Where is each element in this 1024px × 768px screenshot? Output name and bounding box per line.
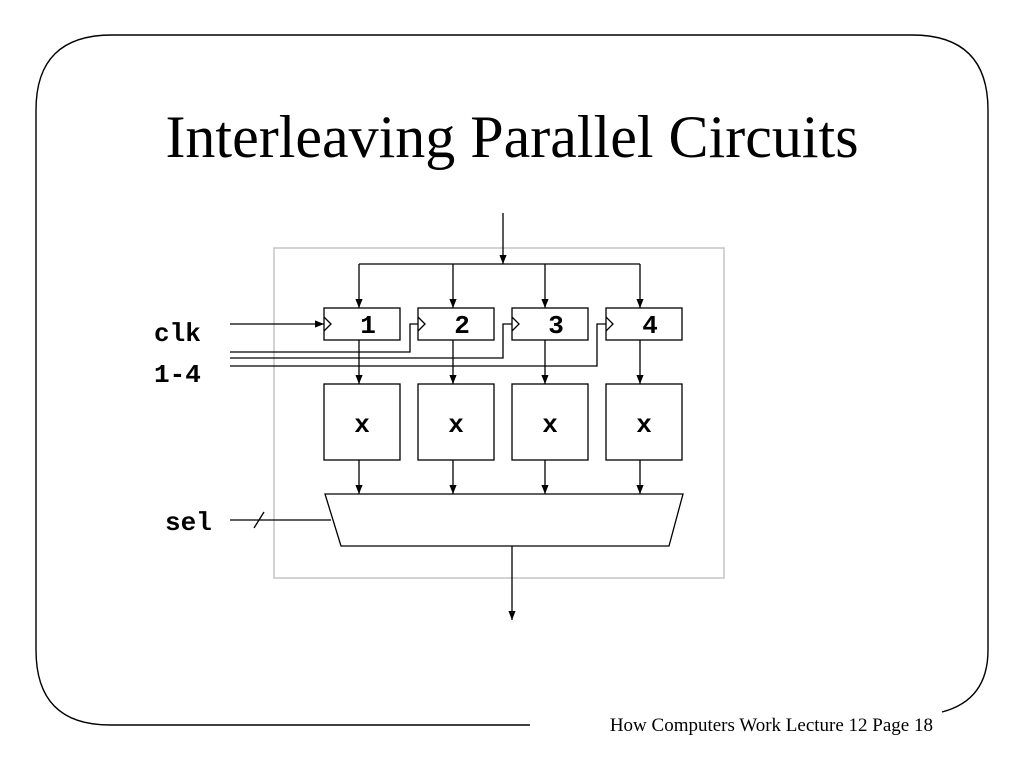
slide-border	[35, 34, 989, 726]
multiplier-3-label: x	[542, 410, 558, 440]
circuit-enclosure	[273, 247, 725, 579]
multiplier-3: x	[511, 383, 589, 461]
register-3-label: 3	[548, 311, 564, 341]
slide-title: Interleaving Parallel Circuits	[165, 104, 858, 170]
register-2-label: 2	[454, 311, 470, 341]
multiplier-1-label: x	[354, 410, 370, 440]
enable-line-4	[230, 323, 606, 367]
slide-footer: How Computers Work Lecture 12 Page 18	[610, 715, 933, 736]
multiplier-2-label: x	[448, 410, 464, 440]
clk-label: clk	[154, 319, 201, 349]
sel-bus-slash	[253, 511, 265, 529]
multiplier-2: x	[417, 383, 495, 461]
register-4-label: 4	[642, 311, 658, 341]
register-2: 2	[417, 307, 495, 341]
enable-label: 1-4	[154, 360, 201, 390]
enable-line-2	[230, 323, 418, 353]
register-3: 3	[511, 307, 589, 341]
multiplexer	[324, 493, 684, 547]
register-1-label: 1	[360, 311, 376, 341]
multiplier-1: x	[323, 383, 401, 461]
register-1: 1	[323, 307, 401, 341]
register-4: 4	[605, 307, 683, 341]
multiplier-4: x	[605, 383, 683, 461]
enable-line-3	[230, 323, 512, 359]
multiplier-4-label: x	[636, 410, 652, 440]
sel-label: sel	[165, 508, 212, 538]
